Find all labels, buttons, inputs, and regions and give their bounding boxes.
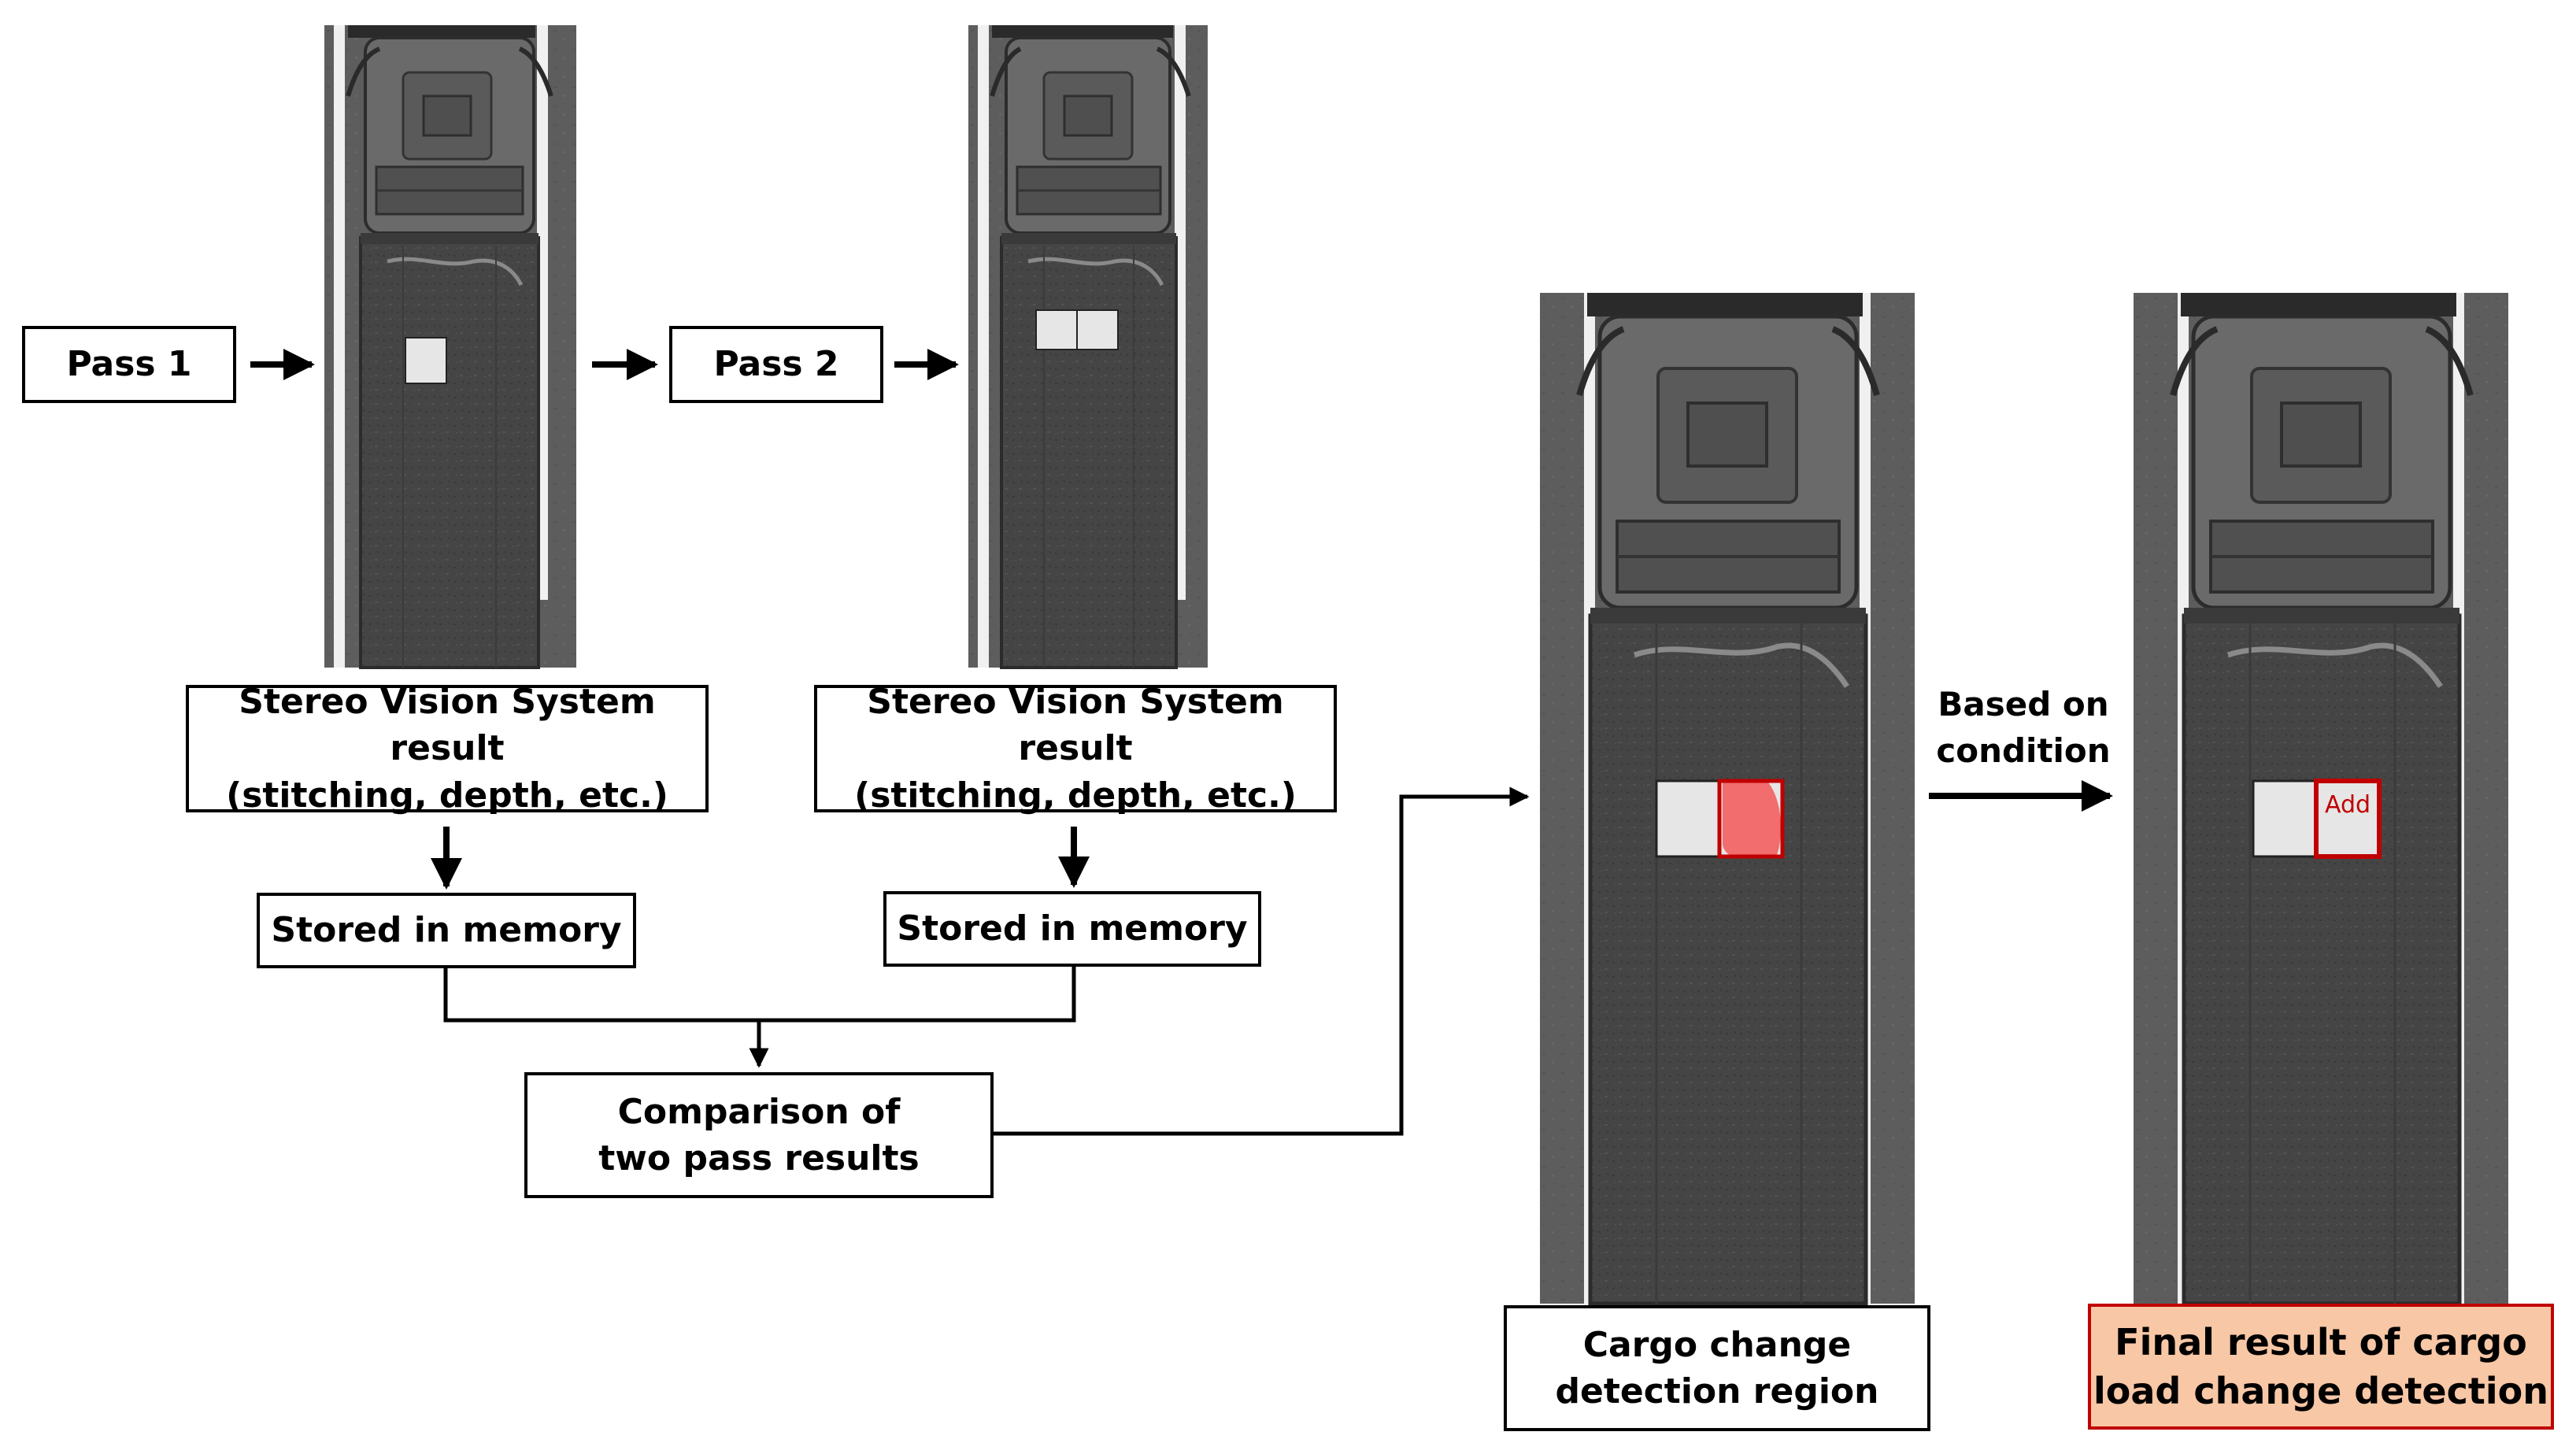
based-on-line1: Based on xyxy=(1938,685,2109,723)
arrow-comparison-to-change-region xyxy=(992,786,1530,1136)
merge-connectors xyxy=(443,786,1530,1136)
based-on-condition-label: Based on condition xyxy=(1905,682,2141,775)
svs1-line1: Stereo Vision System result xyxy=(239,681,656,769)
stereo-vision-result-box-1: Stereo Vision System result (stitching, … xyxy=(186,682,709,816)
cargo-line1: Cargo change xyxy=(1582,1324,1852,1365)
stored-in-memory-box-1: Stored in memory xyxy=(257,893,636,968)
truck-image-pass2 xyxy=(968,25,1208,669)
comparison-line2: two pass results xyxy=(598,1138,920,1178)
pass1-box: Pass 1 xyxy=(22,326,236,403)
pass1-label: Pass 1 xyxy=(66,344,192,385)
based-on-line2: condition xyxy=(1936,731,2111,770)
pass2-box: Pass 2 xyxy=(669,326,883,403)
line-mem1-mem2-merge xyxy=(443,965,1076,1023)
connectors xyxy=(250,349,2113,890)
final-result-box: Final result of cargo load change detect… xyxy=(2088,1304,2554,1430)
mem1-label: Stored in memory xyxy=(271,910,622,951)
pass2-label: Pass 2 xyxy=(713,344,839,385)
final-line2: load change detection xyxy=(2093,1370,2548,1412)
add-tag: Add xyxy=(2325,791,2371,819)
comparison-box: Comparison of two pass results xyxy=(524,1072,994,1198)
cargo-change-region-box: Cargo change detection region xyxy=(1504,1305,1930,1431)
svs2-line1: Stereo Vision System result xyxy=(867,681,1284,769)
comparison-line1: Comparison of xyxy=(617,1091,901,1132)
final-line1: Final result of cargo xyxy=(2115,1320,2527,1363)
svs2-line2: (stitching, depth, etc.) xyxy=(854,775,1297,816)
mem2-label: Stored in memory xyxy=(897,908,1248,949)
stored-in-memory-box-2: Stored in memory xyxy=(883,891,1261,967)
stereo-vision-result-box-2: Stereo Vision System result (stitching, … xyxy=(814,682,1337,816)
truck-image-change-region xyxy=(1540,293,1915,1306)
truck-image-final-result: Add xyxy=(2134,293,2508,1306)
cargo-line2: detection region xyxy=(1555,1371,1879,1411)
svs1-line2: (stitching, depth, etc.) xyxy=(226,775,668,816)
truck-image-pass1 xyxy=(324,25,576,669)
